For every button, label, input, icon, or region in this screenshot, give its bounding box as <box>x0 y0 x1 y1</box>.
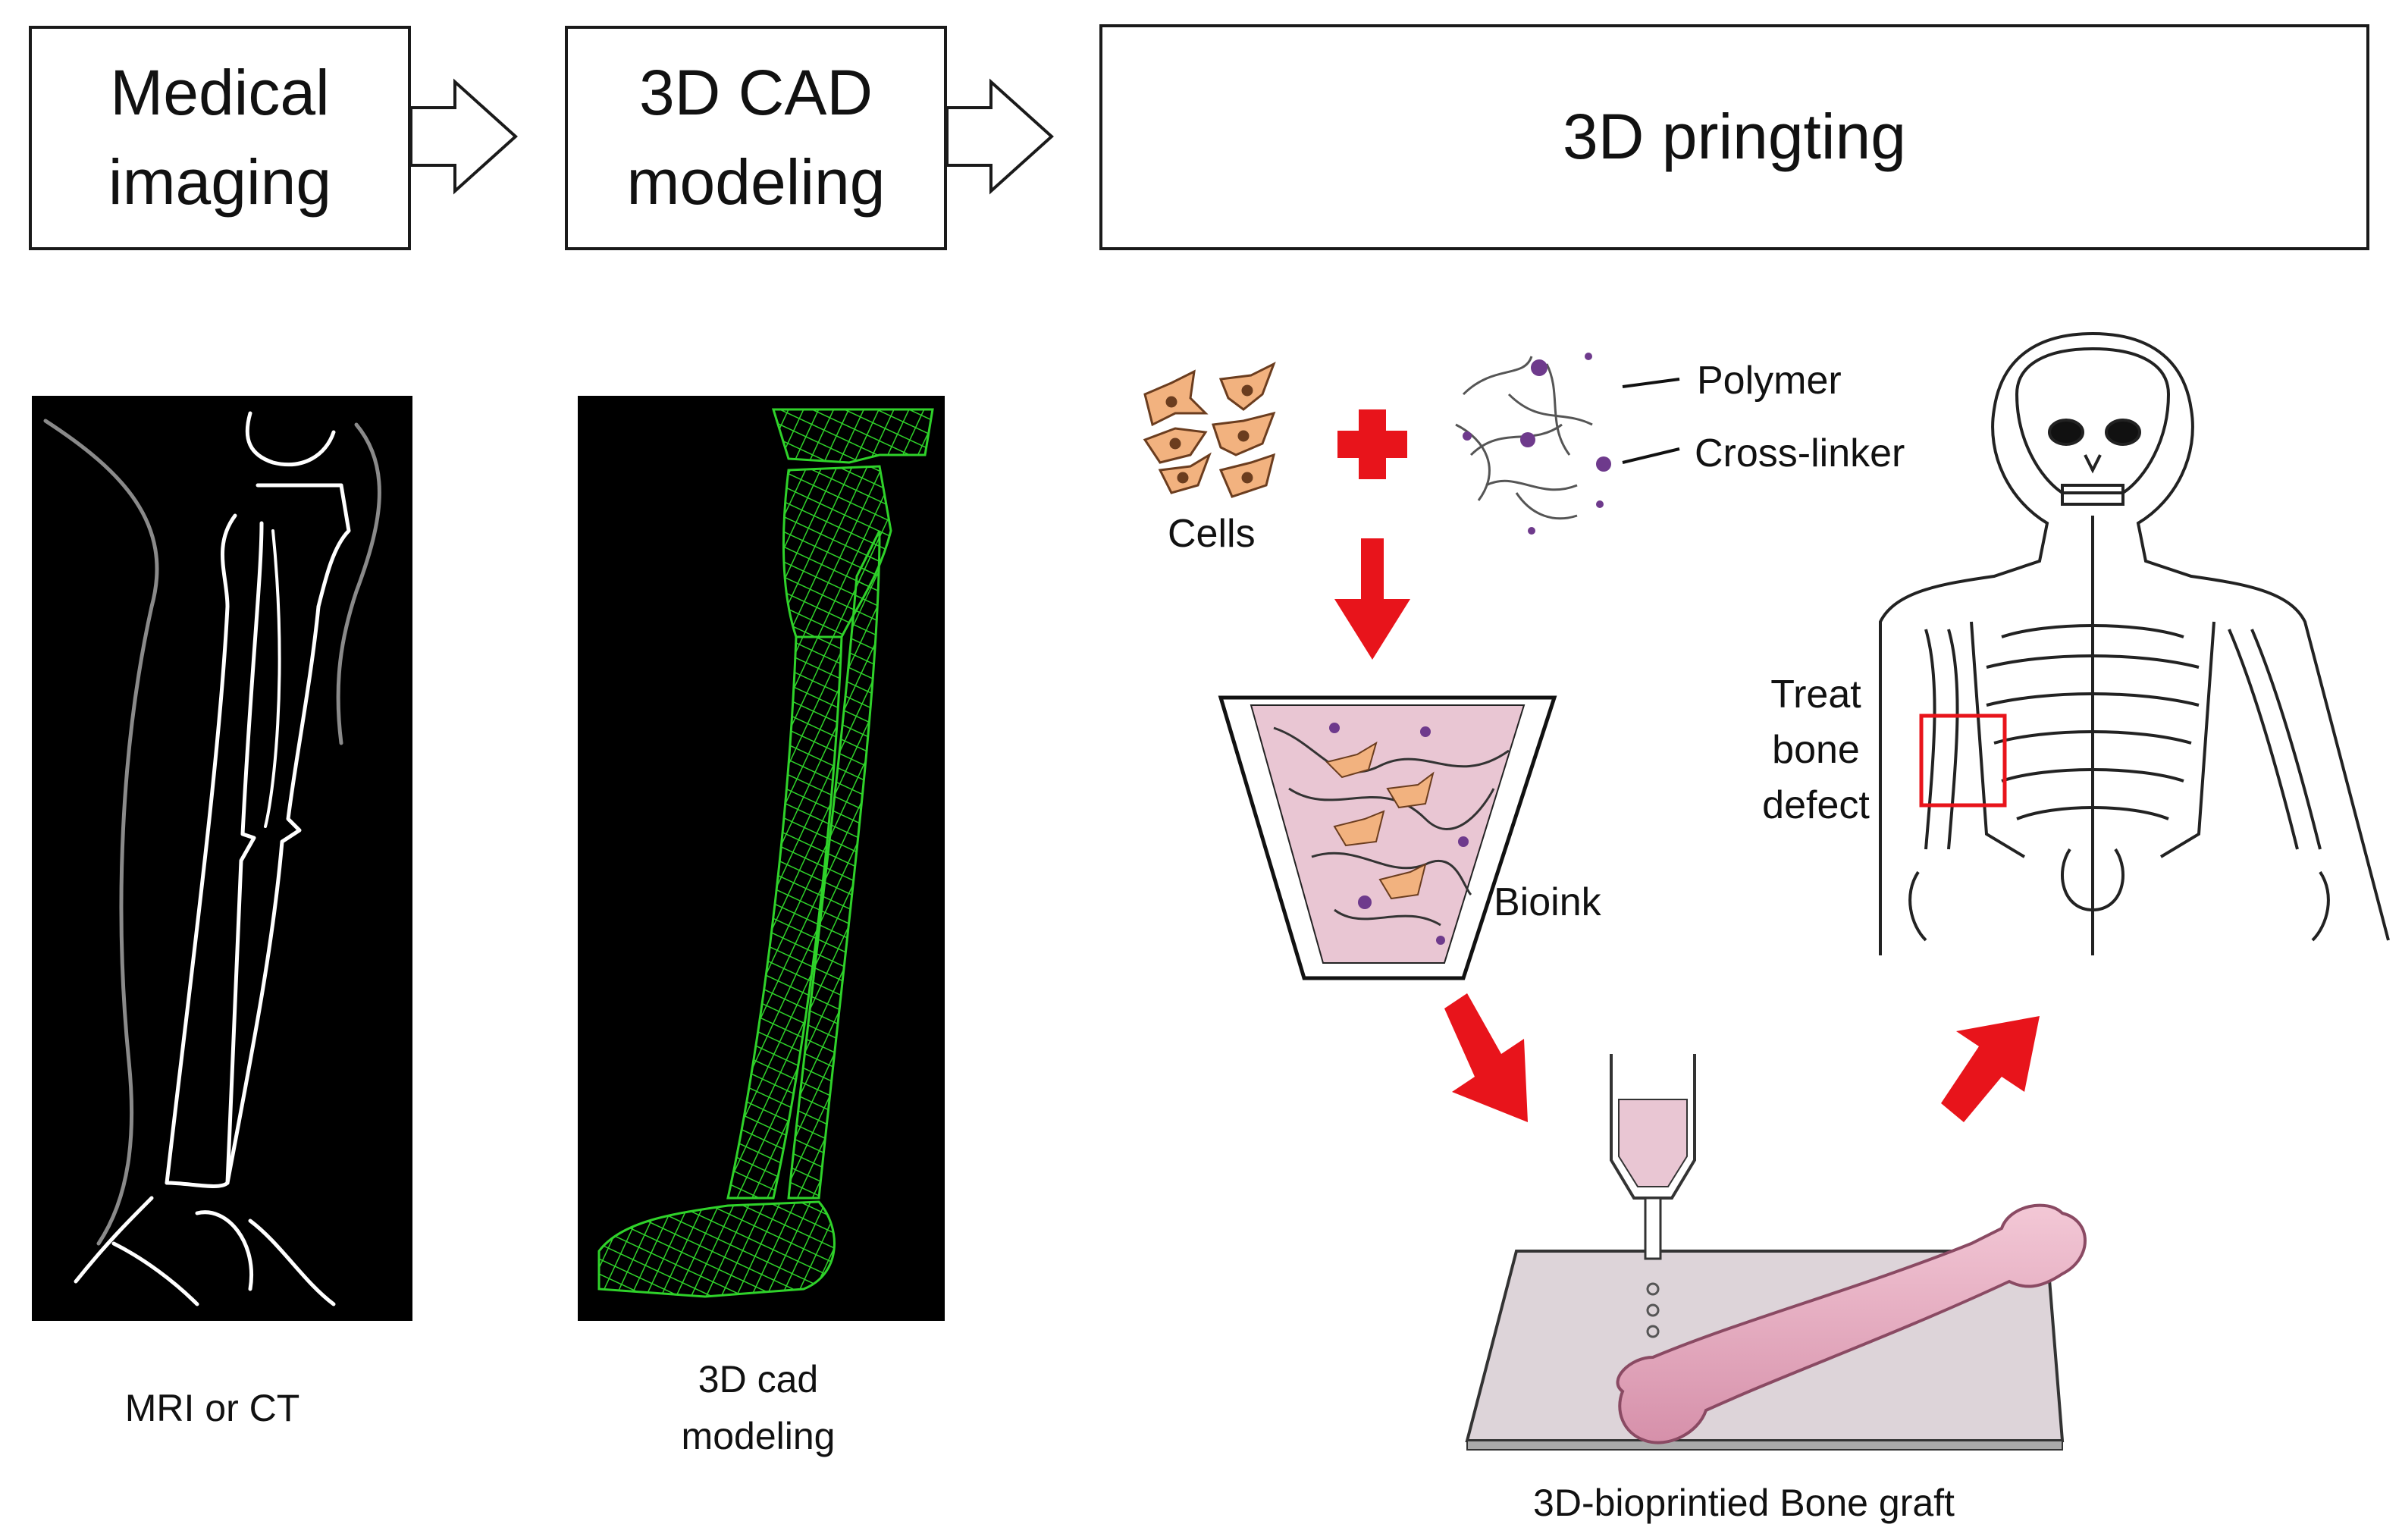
step-3d-printing-label: 3D pringting <box>1563 101 1906 173</box>
plus-icon <box>1337 409 1407 479</box>
polymer-label: Polymer <box>1697 359 1842 403</box>
step-3d-printing: 3D pringting <box>1099 24 2369 250</box>
polymer-network <box>1455 353 1611 535</box>
treat-bone-defect-label: Treat bone defect <box>1762 673 1870 827</box>
arrow-down-right-icon <box>1444 993 1528 1122</box>
step-cad-modeling-label: 3D CAD modeling <box>626 57 886 218</box>
bioink-label: Bioink <box>1494 880 1601 924</box>
mri-caption: MRI or CT <box>124 1387 300 1429</box>
skeleton-illustration <box>1879 331 2390 955</box>
arrow-right-icon <box>945 78 1054 195</box>
cad-mesh-drawing <box>597 408 934 1298</box>
step-medical-imaging-label: Medical imaging <box>108 57 332 218</box>
cells-cluster <box>1143 361 1276 498</box>
defect-highlight-box <box>1919 714 2007 808</box>
arrow-down-icon <box>1334 538 1410 660</box>
arrow-right-icon <box>409 78 518 195</box>
bioink-container <box>1218 695 1557 980</box>
label-leader-lines <box>1622 378 1680 464</box>
cad-caption: 3D cad modeling <box>681 1358 836 1457</box>
step-medical-imaging: Medical imaging <box>29 26 411 250</box>
mri-bone-drawing <box>43 411 381 1306</box>
cells-label: Cells <box>1168 512 1256 556</box>
graft-caption: 3D-bioprintied Bone graft <box>1533 1482 1955 1524</box>
crosslinker-label: Cross-linker <box>1695 431 1905 475</box>
bone-graft <box>1616 1203 2087 1444</box>
arrow-up-right-icon <box>1941 1016 2040 1122</box>
